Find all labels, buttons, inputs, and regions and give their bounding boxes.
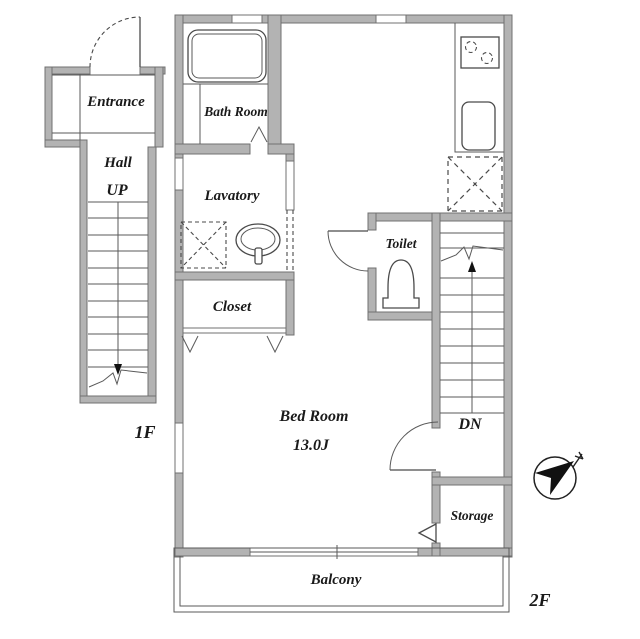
walls-1f bbox=[44, 66, 166, 404]
room-label-lavatory: Lavatory bbox=[204, 188, 260, 204]
room-label-closet: Closet bbox=[213, 299, 252, 315]
closet-front-line bbox=[182, 327, 287, 334]
room-label-entrance: Entrance bbox=[86, 94, 145, 110]
bedroom-door bbox=[389, 421, 439, 471]
room-label-bath: Bath Room bbox=[203, 104, 267, 119]
basin-stand bbox=[254, 247, 263, 265]
compass-needle bbox=[535, 461, 574, 495]
stairs-label-dn: DN bbox=[457, 416, 483, 433]
balcony-outline bbox=[173, 547, 510, 613]
wall-segment bbox=[154, 66, 164, 148]
bath-room-fixtures bbox=[183, 29, 268, 144]
window bbox=[174, 422, 184, 474]
wall-segment bbox=[431, 542, 441, 557]
balcony-inner-rail bbox=[179, 556, 504, 607]
wall-segment bbox=[285, 279, 295, 336]
wall-segment bbox=[285, 153, 295, 162]
kitchen-sink bbox=[461, 101, 496, 151]
burner bbox=[480, 51, 494, 65]
partition-window bbox=[285, 160, 295, 211]
toilet-fixtures bbox=[327, 230, 420, 309]
refrigerator-space bbox=[447, 156, 503, 212]
wall-segment bbox=[174, 143, 251, 155]
bathtub bbox=[187, 29, 267, 83]
kitchen-fixtures bbox=[447, 23, 504, 212]
wall-segment bbox=[267, 14, 282, 155]
window bbox=[231, 14, 263, 24]
wall-segment bbox=[174, 271, 295, 281]
stove bbox=[460, 36, 500, 69]
floor-label-1f: 1F bbox=[134, 422, 155, 442]
wall-segment bbox=[431, 212, 513, 222]
entrance-door bbox=[89, 16, 141, 68]
north-mark bbox=[572, 451, 584, 468]
stairs-down bbox=[440, 232, 504, 414]
wall-segment bbox=[503, 14, 513, 558]
wall-segment bbox=[139, 66, 166, 75]
walls-2f-interior bbox=[174, 14, 513, 557]
walls-2f-outer bbox=[174, 14, 513, 558]
folding-door-mark bbox=[266, 335, 284, 354]
stairs-up bbox=[88, 201, 148, 388]
folding-door-mark bbox=[181, 335, 199, 354]
wall-segment bbox=[44, 66, 53, 148]
bathtub-inner bbox=[191, 33, 263, 79]
toilet-bowl bbox=[382, 259, 420, 309]
room-size-label: 13.0J bbox=[293, 437, 330, 454]
entrance-interior-lines bbox=[52, 74, 155, 140]
lavatory-fixtures bbox=[180, 221, 281, 269]
door-swing-arc bbox=[89, 16, 141, 68]
washer-space bbox=[180, 221, 227, 269]
wall-segment bbox=[431, 484, 441, 524]
wall-segment bbox=[174, 189, 184, 424]
window bbox=[375, 14, 407, 24]
room-label-bedroom: Bed Room bbox=[279, 408, 349, 425]
room-label-hall: Hall bbox=[103, 155, 132, 171]
wall-segment bbox=[79, 139, 88, 404]
room-label-balcony: Balcony bbox=[310, 572, 362, 588]
burner bbox=[464, 40, 478, 54]
wall-segment bbox=[367, 212, 377, 231]
door-swing-arc bbox=[389, 421, 439, 471]
wall-segment bbox=[431, 212, 441, 429]
wall-segment bbox=[174, 14, 184, 159]
kitchen-counter bbox=[454, 23, 504, 153]
windows bbox=[174, 14, 419, 559]
stair-break-line bbox=[88, 369, 148, 388]
wall-segment bbox=[174, 472, 184, 558]
compass-north-icon bbox=[533, 451, 584, 500]
labels: Entrance Hall UP Bath Room Lavatory Clos… bbox=[86, 94, 550, 610]
wall-segment bbox=[405, 14, 513, 24]
wall-segment bbox=[79, 395, 157, 404]
room-label-storage: Storage bbox=[451, 508, 494, 523]
window bbox=[174, 157, 184, 191]
floor-label-2f: 2F bbox=[528, 590, 550, 610]
room-label-toilet: Toilet bbox=[385, 236, 417, 251]
stair-break-line bbox=[440, 245, 504, 262]
stairs-label-up: UP bbox=[106, 182, 128, 199]
wall-segment bbox=[147, 146, 157, 404]
stair-direction-arrow bbox=[114, 364, 122, 375]
closet-folding-doors bbox=[181, 335, 284, 354]
balcony-outer bbox=[173, 547, 510, 613]
wall-segment bbox=[267, 143, 295, 155]
storage-door bbox=[417, 522, 437, 544]
door-swing-arc bbox=[327, 230, 369, 272]
stair-direction-arrow bbox=[468, 261, 476, 272]
wall-segment bbox=[367, 212, 441, 222]
door-swing-mark bbox=[417, 522, 437, 544]
folding-door-mark bbox=[250, 125, 268, 143]
wall-segment bbox=[174, 547, 251, 557]
wall-segment bbox=[431, 476, 513, 486]
wall-segment bbox=[367, 311, 441, 321]
wall-segment bbox=[174, 14, 233, 24]
